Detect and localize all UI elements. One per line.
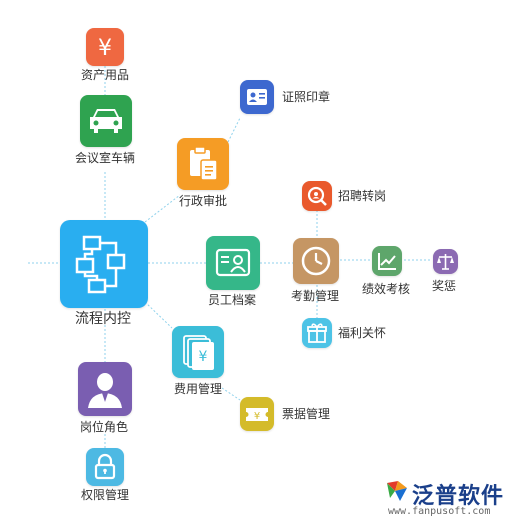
link-admin-certificate — [227, 117, 241, 143]
clock-icon — [293, 238, 339, 284]
node-label-recruit: 招聘转岗 — [338, 189, 387, 203]
node-label-invoice: 票据管理 — [282, 407, 331, 421]
employee-card-icon — [206, 236, 260, 290]
node-label-employee-file: 员工档案 — [208, 293, 257, 307]
link-process-admin — [144, 194, 181, 223]
node-label-asset: 资产用品 — [81, 68, 130, 82]
link-process-expense — [144, 301, 173, 329]
user-silhouette-icon — [78, 362, 132, 416]
flowchart-icon — [60, 220, 148, 308]
node-label-meeting-vehicle: 会议室车辆 — [75, 151, 136, 165]
node-label-admin-approval: 行政审批 — [179, 194, 228, 208]
magnifier-icon — [302, 181, 332, 211]
yen-tag-icon: ¥ — [86, 28, 124, 66]
brand-logo: 泛普软件 www.fanpusoft.com — [384, 474, 510, 522]
ticket-icon: ¥ — [240, 397, 274, 431]
brand-name: 泛普软件 — [412, 484, 505, 509]
svg-text:¥: ¥ — [254, 411, 260, 422]
node-label-welfare: 福利关怀 — [338, 326, 387, 340]
node-label-attendance: 考勤管理 — [291, 289, 340, 303]
receipt-stack-icon: ¥ — [172, 326, 224, 378]
brand-mark-icon — [387, 481, 407, 501]
svg-text:¥: ¥ — [98, 36, 112, 61]
node-label-reward-punishment: 奖惩 — [432, 279, 457, 293]
gift-icon — [302, 318, 332, 348]
node-label-position-role: 岗位角色 — [80, 420, 129, 434]
clipboard-icon — [177, 138, 229, 190]
scale-icon — [433, 249, 458, 274]
node-label-permission: 权限管理 — [81, 488, 130, 502]
node-label-expense: 费用管理 — [174, 382, 223, 396]
link-expense-invoice — [221, 387, 241, 401]
brand-url: www.fanpusoft.com — [388, 506, 491, 517]
node-label-performance: 绩效考核 — [362, 282, 411, 296]
node-label-certificate: 证照印章 — [282, 90, 331, 104]
padlock-icon — [86, 448, 124, 486]
line-chart-icon — [372, 246, 402, 276]
car-icon — [80, 95, 132, 147]
svg-text:¥: ¥ — [199, 349, 208, 365]
node-label-process-control: 流程内控 — [75, 311, 131, 327]
id-card-icon — [240, 80, 274, 114]
